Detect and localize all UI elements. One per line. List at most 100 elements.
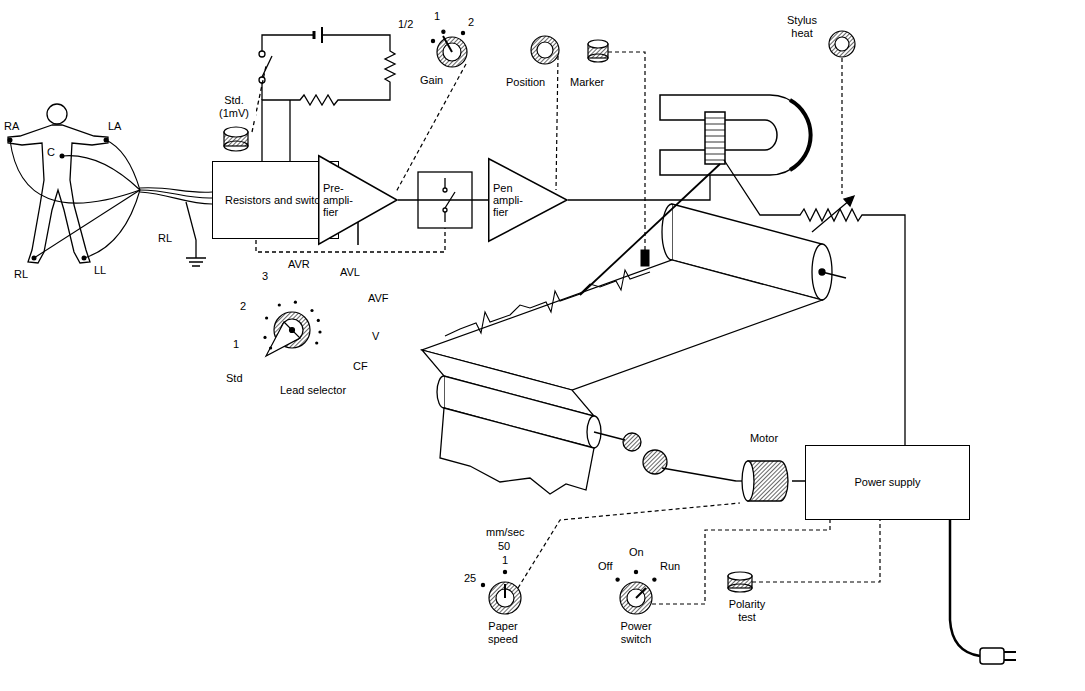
electrode-lead (140, 192, 212, 204)
calibration-circuit (262, 56, 272, 77)
lead-selector-knob (269, 346, 272, 349)
power-cord (950, 520, 1016, 664)
electrode-lead (10, 140, 212, 258)
speed-unit: mm/sec (486, 526, 525, 539)
button-label: Std. (1mV) (212, 94, 256, 120)
stylus (580, 164, 720, 295)
galvanometer-magnet (790, 100, 811, 170)
patient-figure (8, 104, 108, 263)
gain-setting: 2 (468, 16, 474, 29)
gain-knob (437, 37, 467, 67)
electrode-lead (34, 190, 140, 258)
electrode (60, 154, 65, 159)
lead-setting: 3 (262, 270, 268, 283)
polarity-button (752, 520, 880, 582)
power-switch-knob (653, 578, 656, 581)
position-knob (537, 42, 553, 58)
stylus-heater-circuit (812, 200, 850, 232)
chart-paper (445, 270, 650, 336)
node-text: Resistors and switch (225, 194, 326, 207)
electrode (104, 138, 109, 143)
drive-roller (662, 468, 736, 481)
electrode (8, 138, 109, 261)
electrode-label: LL (94, 264, 106, 277)
galvanometer-magnet (705, 118, 725, 160)
position-knob (531, 36, 559, 64)
stylus-heat-knob (841, 58, 842, 194)
node-text: Power supply (854, 476, 920, 489)
electrode-lead (62, 156, 140, 190)
electrode-lead (140, 190, 212, 198)
calibration-circuit (262, 35, 395, 161)
knob-label: Lead selector (280, 384, 346, 397)
button-label: Polarity test (722, 598, 772, 624)
std-button (224, 127, 248, 151)
ground-symbol (186, 202, 206, 266)
lead-setting: CF (353, 360, 368, 373)
stylus-heat-knob (835, 37, 849, 51)
lead-selector-knob (310, 309, 313, 312)
motor-cylinder: Motor (736, 430, 792, 512)
node-text: Pre- ampli- fier (323, 182, 361, 218)
power-switch-knob (627, 589, 645, 607)
stylus-heat-knob (829, 31, 855, 194)
lead-selector-knob (317, 319, 320, 322)
amplifier-triangle: Pre- ampli- fier (318, 155, 398, 245)
lead-setting: 2 (240, 300, 246, 313)
signal-wire (398, 199, 488, 201)
lead-selector-knob (318, 330, 321, 333)
lead-setting: Std (226, 372, 243, 385)
stylus (580, 164, 720, 295)
paper-roll (822, 272, 846, 278)
patient-figure (47, 104, 67, 124)
lead-setting: AVR (288, 258, 310, 271)
switch-setting: Run (660, 560, 680, 573)
gain-setting: 1/2 (398, 18, 413, 31)
lead-selector-knob (278, 303, 281, 306)
marker-button (588, 40, 645, 250)
calibration-circuit (262, 35, 314, 51)
lead-selector-knob (265, 316, 268, 319)
knob-label: Position (506, 76, 545, 89)
electrode-lead (106, 140, 140, 190)
stylus-heat-knob (829, 31, 855, 57)
calibration-circuit (252, 27, 395, 161)
power-cord (1004, 652, 1016, 660)
polarity-button (728, 520, 880, 592)
lead-selector-knob (263, 301, 321, 356)
electrode-lead (84, 190, 140, 258)
stylus (641, 250, 649, 266)
drive-roller (437, 376, 444, 408)
drive-roller (440, 408, 594, 494)
electrode-label: RL (158, 232, 172, 245)
gain-knob (431, 39, 434, 42)
electrode-lead (10, 140, 140, 203)
lead-setting: 1 (233, 338, 239, 351)
gain-knob (396, 30, 467, 192)
lead-selector-knob (290, 328, 295, 333)
amplifier-triangle: Pen ampli- fier (488, 158, 568, 242)
power-switch-knob (616, 578, 619, 581)
paper-speed-knob (504, 584, 506, 598)
paper-speed-knob (503, 570, 506, 573)
galvanometer-magnet (660, 95, 810, 175)
polarity-button (728, 572, 752, 580)
speed-setting: 1 (502, 554, 508, 567)
electrode (82, 256, 87, 261)
gain-knob (461, 31, 464, 34)
paper-speed-knob (481, 583, 484, 586)
speed-setting: 25 (464, 572, 476, 585)
lead-selector-knob (294, 301, 297, 304)
galvanometer-magnet (660, 95, 811, 175)
calibration-circuit (259, 51, 265, 57)
power-switch-knob (636, 588, 646, 598)
knob-label: Gain (420, 74, 443, 87)
lead-selector-knob (315, 341, 318, 344)
gain-setting: 1 (434, 10, 440, 23)
position-knob (531, 36, 559, 190)
lead-switch (443, 188, 447, 192)
speed-setting: 50 (498, 540, 510, 553)
